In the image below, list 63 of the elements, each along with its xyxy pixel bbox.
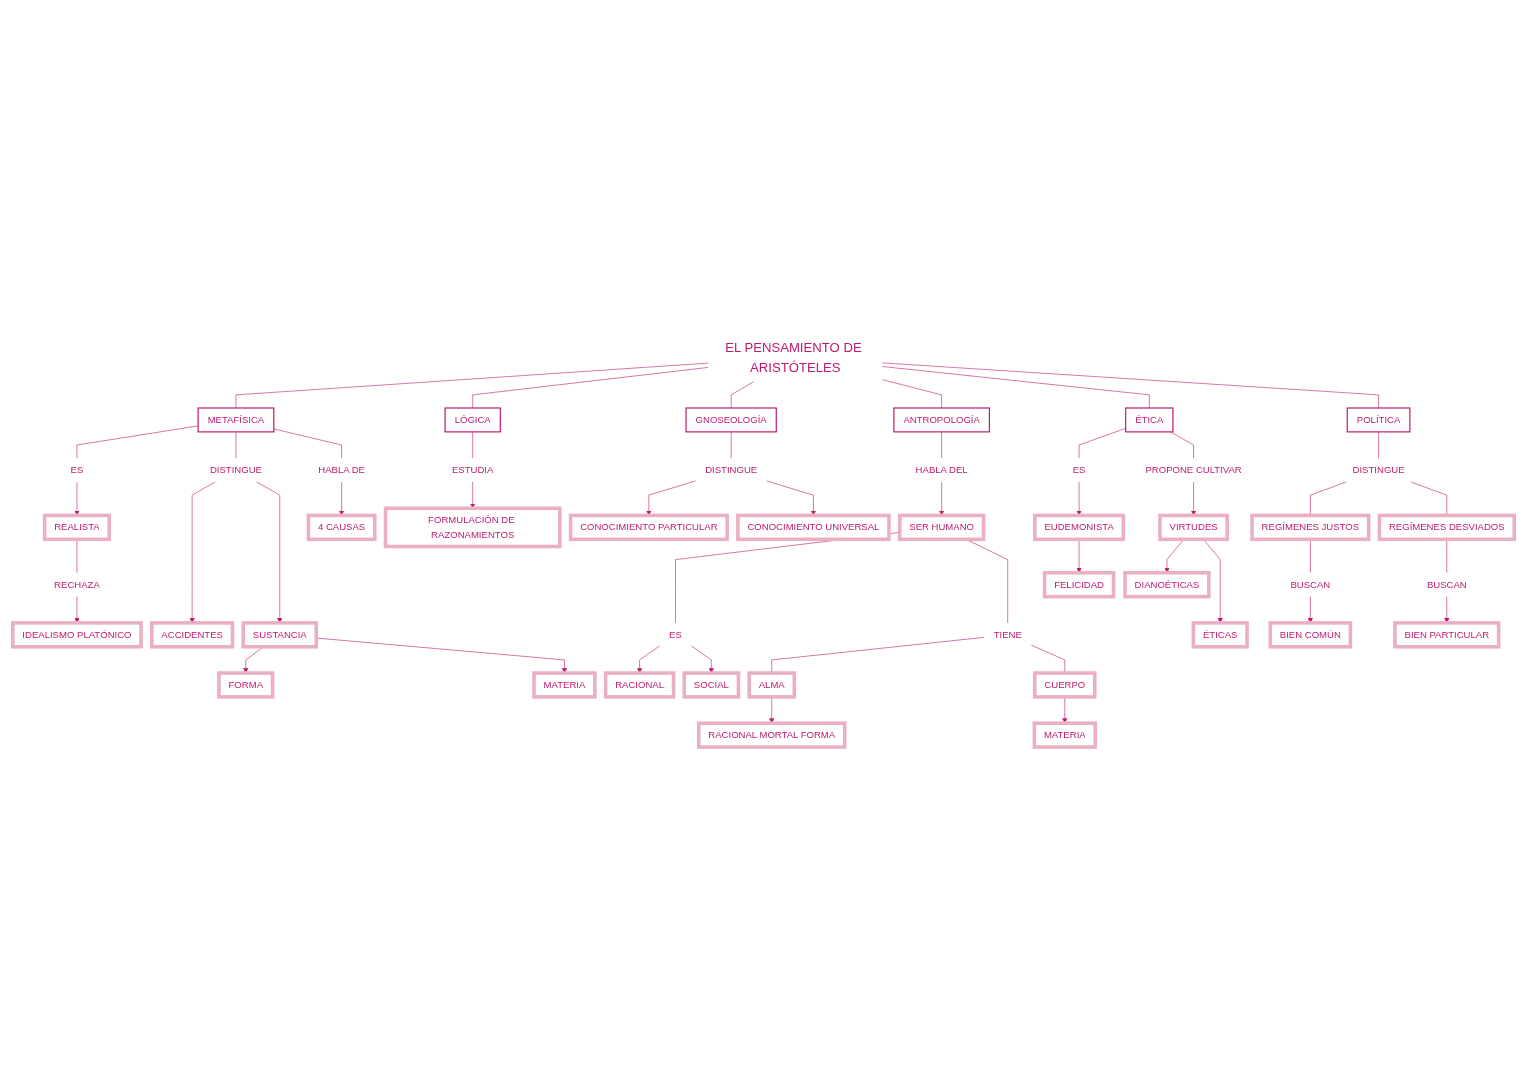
- node-box: [306, 513, 377, 542]
- node-box: [568, 513, 729, 542]
- node-text: HABLA DEL: [915, 464, 968, 475]
- node-box: [42, 513, 111, 542]
- node-text: ES: [70, 464, 84, 475]
- node-box: [241, 621, 319, 649]
- node-box: [682, 671, 741, 699]
- node-box: [1033, 671, 1097, 699]
- connector: [76, 425, 199, 459]
- node-text: ESTUDIA: [451, 464, 494, 475]
- node-box: [1158, 513, 1229, 542]
- connector: [730, 381, 754, 409]
- node-box: [747, 671, 797, 699]
- connector: [472, 431, 473, 459]
- connector: [882, 379, 942, 409]
- node-text: DISTINGUE: [1352, 464, 1405, 475]
- connector: [472, 367, 709, 409]
- node-box: [603, 671, 676, 699]
- node-box: [897, 513, 986, 542]
- node-box: [532, 671, 597, 699]
- node-box: [217, 671, 275, 699]
- node-text: PROPONE CULTIVAR: [1145, 464, 1242, 475]
- node-text: ES: [1072, 464, 1086, 475]
- node-box: [1268, 621, 1353, 649]
- connector: [1078, 428, 1126, 459]
- node-text: DISTINGUE: [705, 464, 758, 475]
- node-box: [1033, 513, 1126, 542]
- connector: [1170, 431, 1194, 459]
- node-box: [736, 513, 891, 542]
- node-text: TIENE: [993, 629, 1022, 640]
- node-text: DISTINGUE: [209, 464, 262, 475]
- connector: [730, 431, 732, 459]
- node-box: [1393, 621, 1501, 649]
- connector: [882, 362, 1379, 409]
- connector: [235, 362, 709, 409]
- node-text: HABLA DE: [318, 464, 365, 475]
- connector: [235, 431, 237, 459]
- node-box: [893, 407, 990, 433]
- node-box: [1346, 407, 1411, 433]
- node-box: [1123, 571, 1211, 599]
- node-box: [150, 621, 235, 649]
- node-box: [383, 506, 562, 549]
- node-box: [1042, 571, 1116, 599]
- node-box: [197, 407, 275, 433]
- node-text: BUSCAN: [1426, 579, 1467, 590]
- connector: [941, 431, 942, 459]
- node-text: BUSCAN: [1290, 579, 1331, 590]
- connector: [273, 428, 342, 459]
- node-box: [685, 407, 777, 433]
- concept-map: EL PENSAMIENTO DE ARISTÓTELES METAFÍSICA ES REALISTA RECHAZA IDEALISMO PLATÓNICO DISTINGUE ACCIDENTES SUSTANCIA FORMA MATERIA HABLA DE 4 CAUSAS LÓGICA ESTUDIA FORMULACIÓN DE RAZONAMIENTOS GNOSEOLOGÍA DISTINGUE CONOCIMIENTO PARTICULAR CONOCIMIENTO UNIVERSAL ANTROPOLOGÍA HABLA DEL SER HUMANO ES RACIONAL SOCIAL TIENE ALMA RACIONAL MORTAL FORMA CUERPO MATERIA ÉTICA ES EUDEMONISTA FELICIDAD PROPONE CULTIVAR VIRTUDES DIANOÉTICAS ÉTICAS POLÍTICA DISTINGUE REGÍMENES JUSTOS BUSCAN BIEN COMÚN REGÍMENES DESVIADOS BUSCAN BIEN PARTICULAR: [8, 328, 1519, 752]
- node-box: [11, 621, 143, 649]
- node-text: ES: [669, 629, 682, 640]
- node-box: [444, 407, 501, 433]
- connector: [882, 366, 1150, 409]
- connector: [1378, 431, 1379, 459]
- node-box: [1250, 513, 1371, 542]
- node-box: [697, 721, 847, 749]
- node-box: [1191, 621, 1249, 649]
- node-box: [1125, 407, 1174, 433]
- node-text: EL PENSAMIENTO DE ARISTÓTELES: [725, 340, 862, 375]
- node-box: [1377, 513, 1516, 542]
- node-box: [1032, 721, 1097, 749]
- node-text: RECHAZA: [54, 579, 100, 590]
